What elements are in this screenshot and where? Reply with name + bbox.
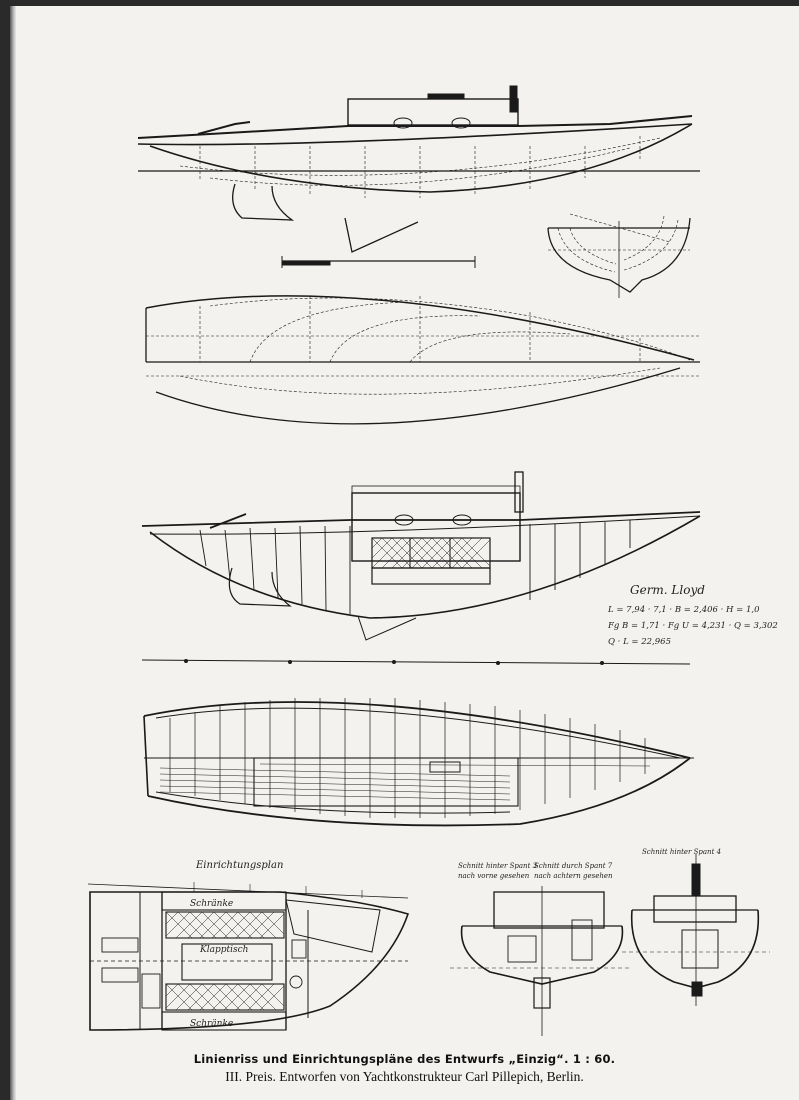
book-binding-shadow <box>10 6 16 1100</box>
cabinet-label-top: Schränke <box>190 899 233 909</box>
section-3-subtitle: nach vorne gesehen <box>458 872 530 880</box>
half-breadth-plan-drawing <box>145 295 700 425</box>
lloyd-title: Germ. Lloyd <box>630 583 705 597</box>
cabinet-label-bottom: Schränke <box>190 1019 233 1029</box>
lloyd-line-2: Fg B = 1,71 · Fg U = 4,231 · Q = 3,302 <box>607 621 778 631</box>
cross-section-drawings: Schnitt hinter Spant 3 nach vorne gesehe… <box>450 848 770 1036</box>
folding-table-label: Klapptisch <box>199 945 248 955</box>
section-3-title: Schnitt hinter Spant 3 <box>458 862 538 870</box>
deck-framing-plan-drawing <box>143 698 694 827</box>
plan-title: Einrichtungsplan <box>195 860 283 871</box>
technical-drawings: Germ. Lloyd L = 7,94 · 7,1 · B = 2,406 ·… <box>87 85 778 1036</box>
drawing-page: Germ. Lloyd L = 7,94 · 7,1 · B = 2,406 ·… <box>10 6 799 1100</box>
lloyd-line-3: Q · L = 22,965 <box>608 637 671 647</box>
body-plan-drawing <box>547 213 691 298</box>
caption-line-2: III. Preis. Entworfen von Yachtkonstrukt… <box>225 1069 584 1084</box>
accommodation-plan-drawing: Einrichtungsplan Schränke Schränke Klapp… <box>87 860 410 1031</box>
caption-line-1: Linienriss und Einrichtungspläne des Ent… <box>193 1052 616 1066</box>
sheer-profile-drawing <box>137 85 700 268</box>
section-7-title: Schnitt durch Spant 7 <box>534 862 613 870</box>
section-7-subtitle: nach achtern gesehen <box>534 872 613 880</box>
construction-profile-drawing <box>141 471 701 665</box>
lloyd-line-1: L = 7,94 · 7,1 · B = 2,406 · H = 1,0 <box>607 605 760 615</box>
section-4-title: Schnitt hinter Spant 4 <box>642 848 721 856</box>
